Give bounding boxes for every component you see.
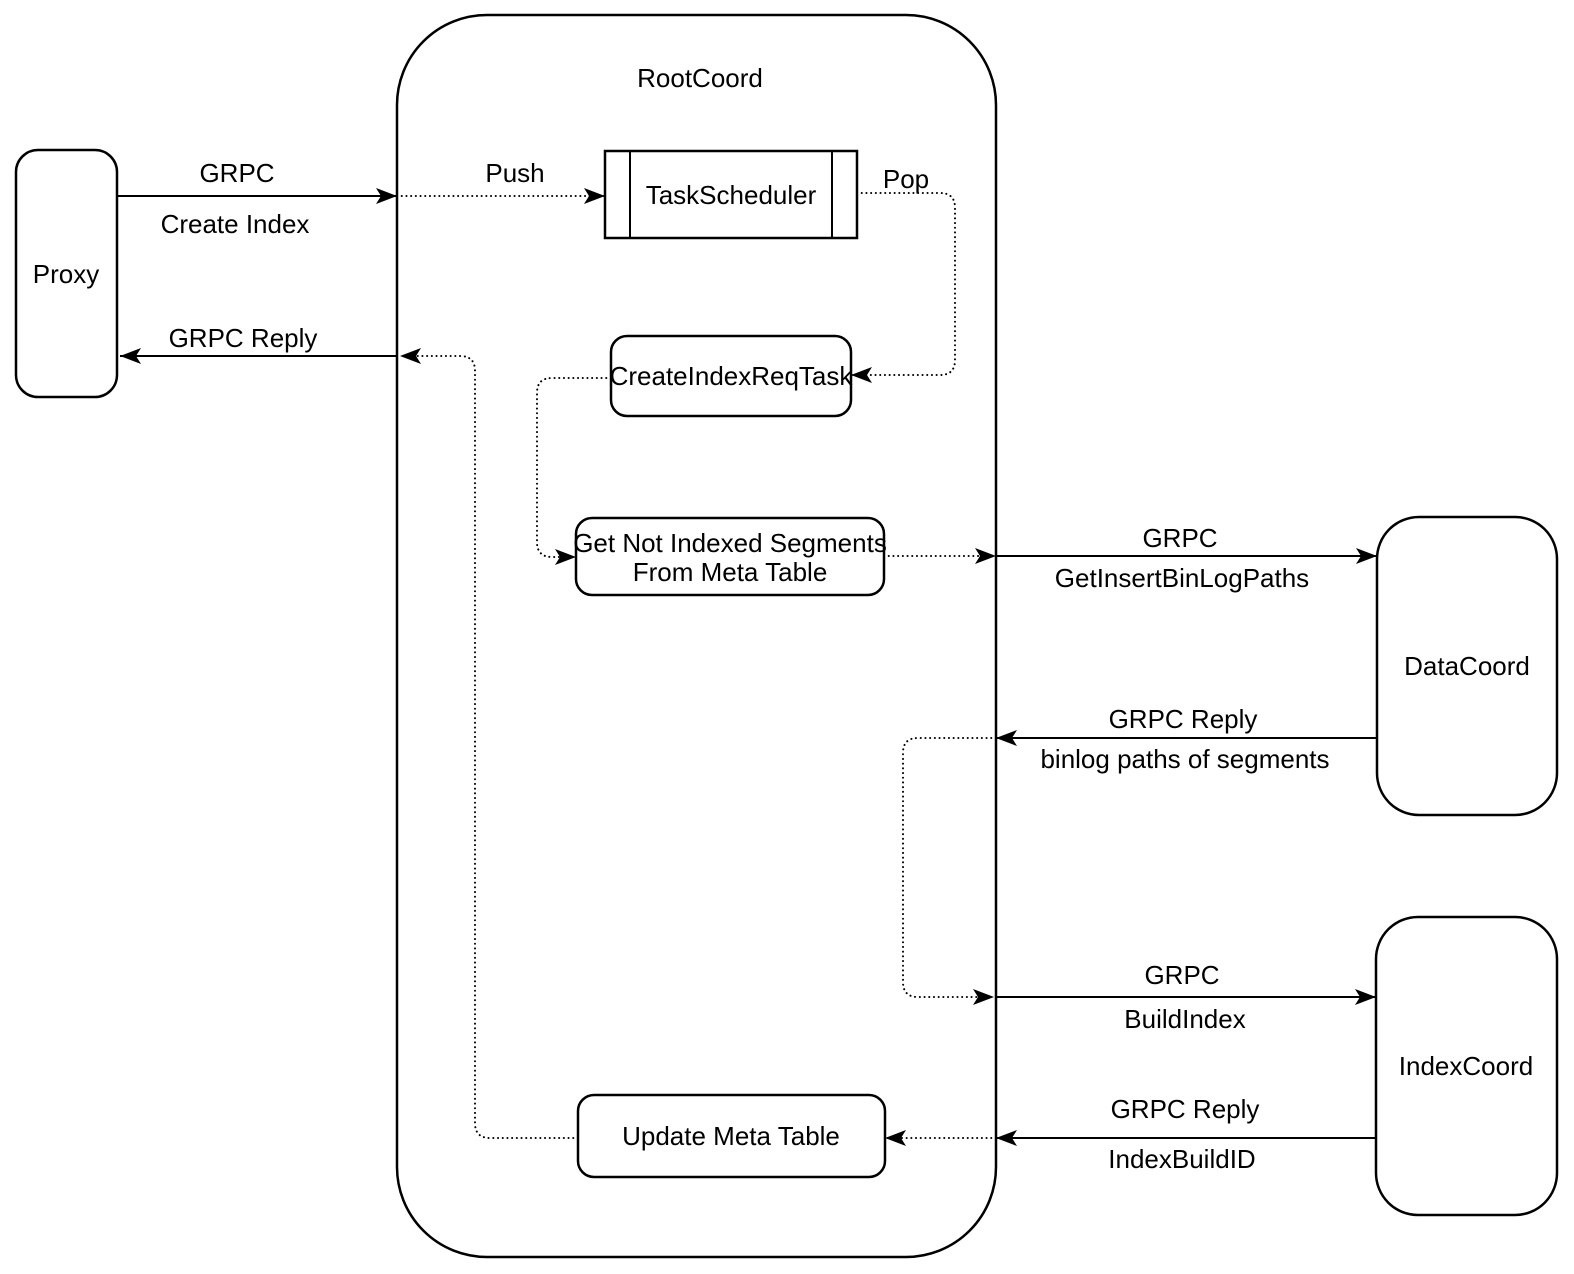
index-coord-box bbox=[1374, 915, 1559, 1217]
edge-binlog-reply-to-buildindex bbox=[902, 737, 997, 1005]
get-not-indexed-segments-box bbox=[574, 516, 886, 597]
edge-label-grpc-create-index-bottom: Create Index bbox=[161, 209, 310, 239]
task-scheduler-box bbox=[603, 149, 859, 240]
edge-label-getinsertbinlogpaths-top: GRPC bbox=[1142, 523, 1217, 553]
get-not-indexed-segments-label-line2: From Meta Table bbox=[633, 557, 828, 587]
create-index-req-task-label: CreateIndexReqTask bbox=[610, 361, 854, 391]
get-not-indexed-segments-node: Get Not Indexed Segments From Meta Table bbox=[573, 516, 887, 597]
edge-reqtask-to-get-segments bbox=[536, 377, 612, 565]
proxy-label: Proxy bbox=[33, 259, 99, 289]
index-coord-node: IndexCoord bbox=[1374, 915, 1559, 1217]
task-scheduler-label: TaskScheduler bbox=[646, 180, 817, 210]
edge-label-pop: Pop bbox=[883, 164, 929, 194]
data-coord-label: DataCoord bbox=[1404, 651, 1530, 681]
index-coord-label: IndexCoord bbox=[1399, 1051, 1533, 1081]
task-scheduler-node: TaskScheduler bbox=[603, 149, 859, 240]
rootcoord-container-box bbox=[395, 13, 998, 1259]
edge-label-indexbuildid-bottom: IndexBuildID bbox=[1108, 1144, 1255, 1174]
solid-edges bbox=[117, 188, 1377, 1146]
update-meta-table-node: Update Meta Table bbox=[576, 1093, 887, 1179]
edge-label-buildindex-top: GRPC bbox=[1144, 960, 1219, 990]
rootcoord-container-node: RootCoord bbox=[395, 13, 998, 1259]
edge-label-binlog-reply-top: GRPC Reply bbox=[1109, 704, 1258, 734]
create-index-req-task-node: CreateIndexReqTask bbox=[609, 334, 854, 418]
edge-label-getinsertbinlogpaths-bottom: GetInsertBinLogPaths bbox=[1055, 563, 1309, 593]
get-not-indexed-segments-label-line1: Get Not Indexed Segments bbox=[573, 528, 887, 558]
data-coord-node: DataCoord bbox=[1375, 515, 1559, 817]
edge-label-push: Push bbox=[485, 158, 544, 188]
create-index-req-task-box bbox=[609, 334, 853, 418]
edge-update-meta-to-grpc-reply bbox=[399, 348, 579, 1139]
rootcoord-label: RootCoord bbox=[637, 63, 763, 93]
edge-label-binlog-reply-bottom: binlog paths of segments bbox=[1040, 744, 1329, 774]
dotted-edges bbox=[396, 188, 997, 1146]
update-meta-table-box bbox=[576, 1093, 887, 1179]
edge-label-grpc-create-index-top: GRPC bbox=[199, 158, 274, 188]
edge-labels: GRPC Create Index Push Pop GRPC Reply GR… bbox=[161, 158, 1330, 1174]
edge-label-buildindex-bottom: BuildIndex bbox=[1124, 1004, 1245, 1034]
edge-label-indexbuildid-top: GRPC Reply bbox=[1111, 1094, 1260, 1124]
update-meta-table-label: Update Meta Table bbox=[622, 1121, 840, 1151]
proxy-node: Proxy bbox=[14, 148, 119, 399]
proxy-box bbox=[14, 148, 119, 399]
edge-pop bbox=[850, 192, 956, 383]
edge-label-grpc-reply-to-proxy: GRPC Reply bbox=[169, 323, 318, 353]
data-coord-box bbox=[1375, 515, 1559, 817]
